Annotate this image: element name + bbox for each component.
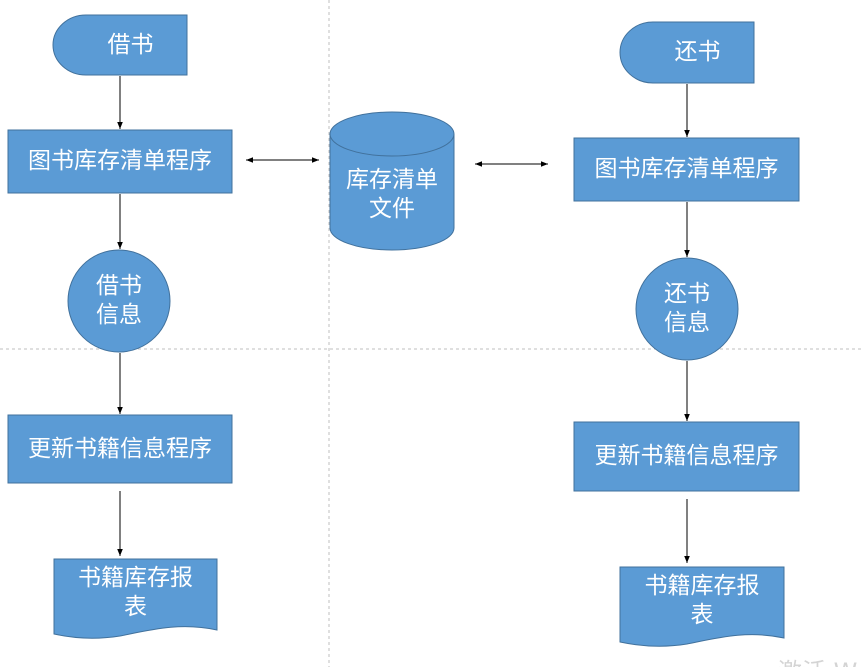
watermark-text: 激活 W xyxy=(778,652,857,667)
right-report-label: 书籍库存报 表 xyxy=(644,573,760,628)
left-report-document-shape xyxy=(53,558,218,639)
left-borrow-info-circle xyxy=(67,249,171,353)
left-borrow-event-label: 借书 xyxy=(107,31,154,58)
right-return-event-label: 还书 xyxy=(674,39,721,65)
datastore-cylinder-top xyxy=(329,111,455,157)
right-inventory-process-box xyxy=(573,137,800,202)
datastore-cylinder-body xyxy=(329,134,455,251)
right-report-document-shape xyxy=(619,566,785,647)
right-return-event-shape xyxy=(619,21,755,84)
left-inventory-process-label: 图书库存清单程序 xyxy=(28,148,212,174)
left-update-process-label: 更新书籍信息程序 xyxy=(28,435,212,462)
left-report-label: 书籍库存报 表 xyxy=(78,565,193,620)
right-return-info-label: 还书 信息 xyxy=(664,281,710,336)
left-update-process-box xyxy=(7,414,233,484)
right-inventory-process-label: 图书库存清单程序 xyxy=(594,156,779,182)
right-return-info-circle xyxy=(635,257,739,361)
right-update-process-label: 更新书籍信息程序 xyxy=(594,443,779,469)
right-update-process-box xyxy=(573,421,800,492)
left-borrow-info-label: 借书 信息 xyxy=(96,273,142,328)
left-inventory-process-box xyxy=(7,129,233,194)
datastore-label: 库存清单 文件 xyxy=(346,167,438,222)
left-borrow-event-shape xyxy=(52,14,188,76)
